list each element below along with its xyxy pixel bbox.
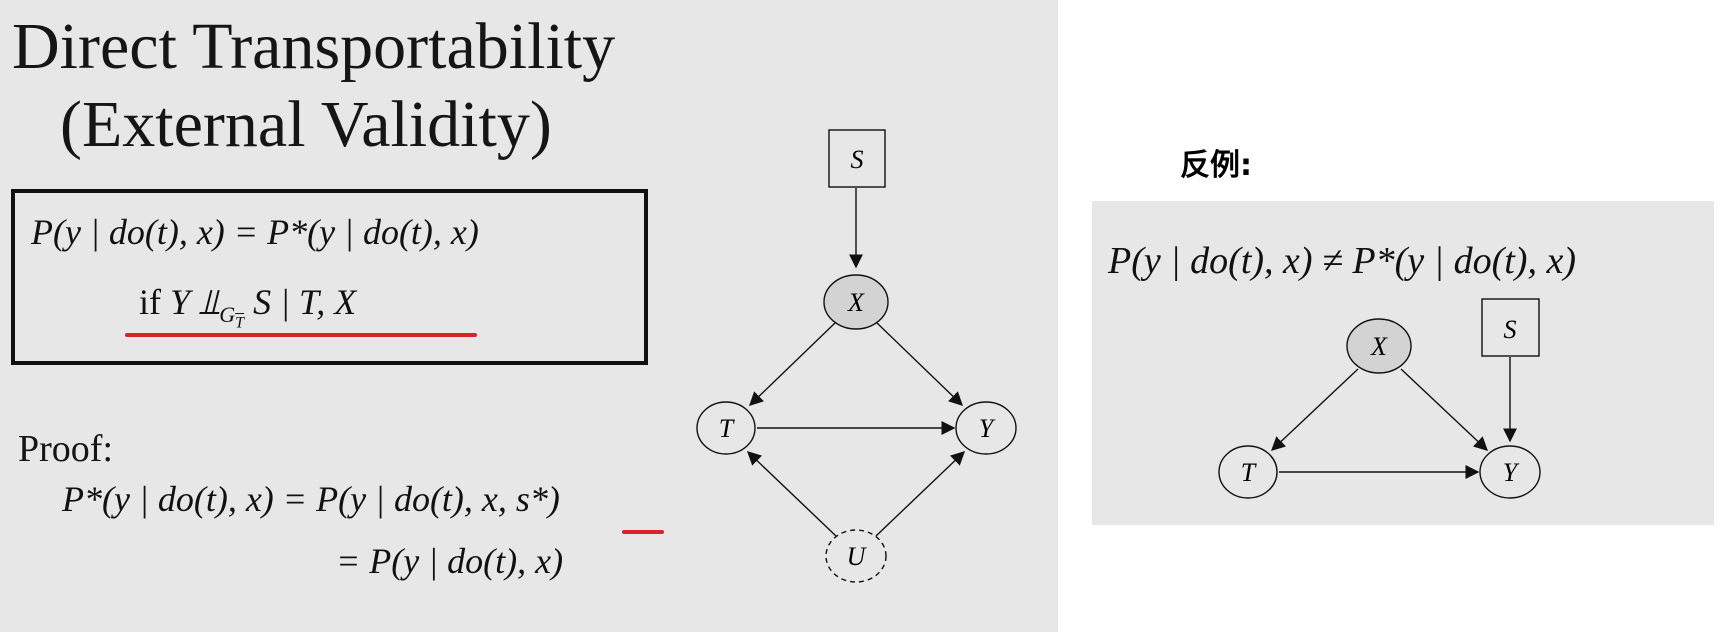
title-line2: (External Validity) bbox=[60, 88, 552, 161]
condition-highlight-underline bbox=[125, 333, 477, 337]
proof-line1-close: ) bbox=[547, 479, 560, 519]
proof-line1-s: s* bbox=[515, 479, 548, 519]
cx-edge-x-y bbox=[1400, 368, 1489, 451]
cx-node-s-label: S bbox=[1504, 315, 1517, 344]
s-star-highlight-underline bbox=[622, 530, 664, 534]
independence-condition: if Y ⫫GT S | T, X bbox=[139, 281, 356, 333]
cx-node-t bbox=[1218, 445, 1278, 499]
node-u bbox=[825, 529, 887, 583]
node-y bbox=[955, 401, 1017, 455]
node-t-label: T bbox=[719, 414, 735, 443]
proof-line1-left: P*(y | do(t), x) = P(y | do(t), x, bbox=[62, 479, 507, 519]
cx-node-x bbox=[1346, 318, 1412, 374]
counterexample-heading: 反例: bbox=[1180, 148, 1252, 183]
if-word: if bbox=[139, 282, 161, 322]
cx-node-x-label: X bbox=[1370, 332, 1388, 361]
cx-node-y-label: Y bbox=[1503, 458, 1520, 487]
edge-x-t bbox=[748, 322, 836, 406]
node-x-label: X bbox=[847, 288, 865, 317]
proof-line-1: P*(y | do(t), x) = P(y | do(t), x, s*) bbox=[62, 478, 560, 520]
condition-rest: S | T, X bbox=[253, 282, 357, 322]
node-u-label: U bbox=[847, 542, 868, 571]
condition-box: P(y | do(t), x) = P*(y | do(t), x) if Y … bbox=[11, 189, 648, 365]
node-t bbox=[696, 401, 756, 455]
node-s bbox=[828, 129, 886, 188]
cx-node-y bbox=[1479, 445, 1541, 499]
cx-edge-x-t bbox=[1270, 368, 1359, 451]
graph-subscript-t: T bbox=[235, 314, 245, 332]
counterexample-panel: P(y | do(t), x) ≠ P*(y | do(t), x) S X T… bbox=[1092, 201, 1714, 525]
slide-title: Direct Transportability (External Validi… bbox=[12, 8, 712, 164]
independence-symbol: Y ⫫ bbox=[170, 282, 220, 322]
edge-u-y bbox=[875, 451, 966, 537]
cx-node-t-label: T bbox=[1241, 458, 1257, 487]
transport-formula: P(y | do(t), x) = P*(y | do(t), x) bbox=[31, 212, 479, 252]
counterexample-graph: S X T Y bbox=[1218, 298, 1541, 499]
title-line1: Direct Transportability bbox=[12, 10, 616, 83]
edge-x-y bbox=[876, 322, 964, 406]
node-y-label: Y bbox=[979, 414, 996, 443]
proof-line-2: = P(y | do(t), x) bbox=[336, 541, 564, 581]
graph-subscript: G bbox=[219, 302, 236, 328]
cx-node-s bbox=[1481, 298, 1540, 357]
counterexample-formula: P(y | do(t), x) ≠ P*(y | do(t), x) bbox=[1108, 240, 1576, 282]
node-x bbox=[823, 274, 889, 330]
node-s-label: S bbox=[851, 145, 864, 174]
proof-label: Proof: bbox=[18, 428, 113, 470]
left-causal-graph: S X T Y U bbox=[696, 129, 1017, 583]
edge-u-t bbox=[746, 451, 837, 537]
